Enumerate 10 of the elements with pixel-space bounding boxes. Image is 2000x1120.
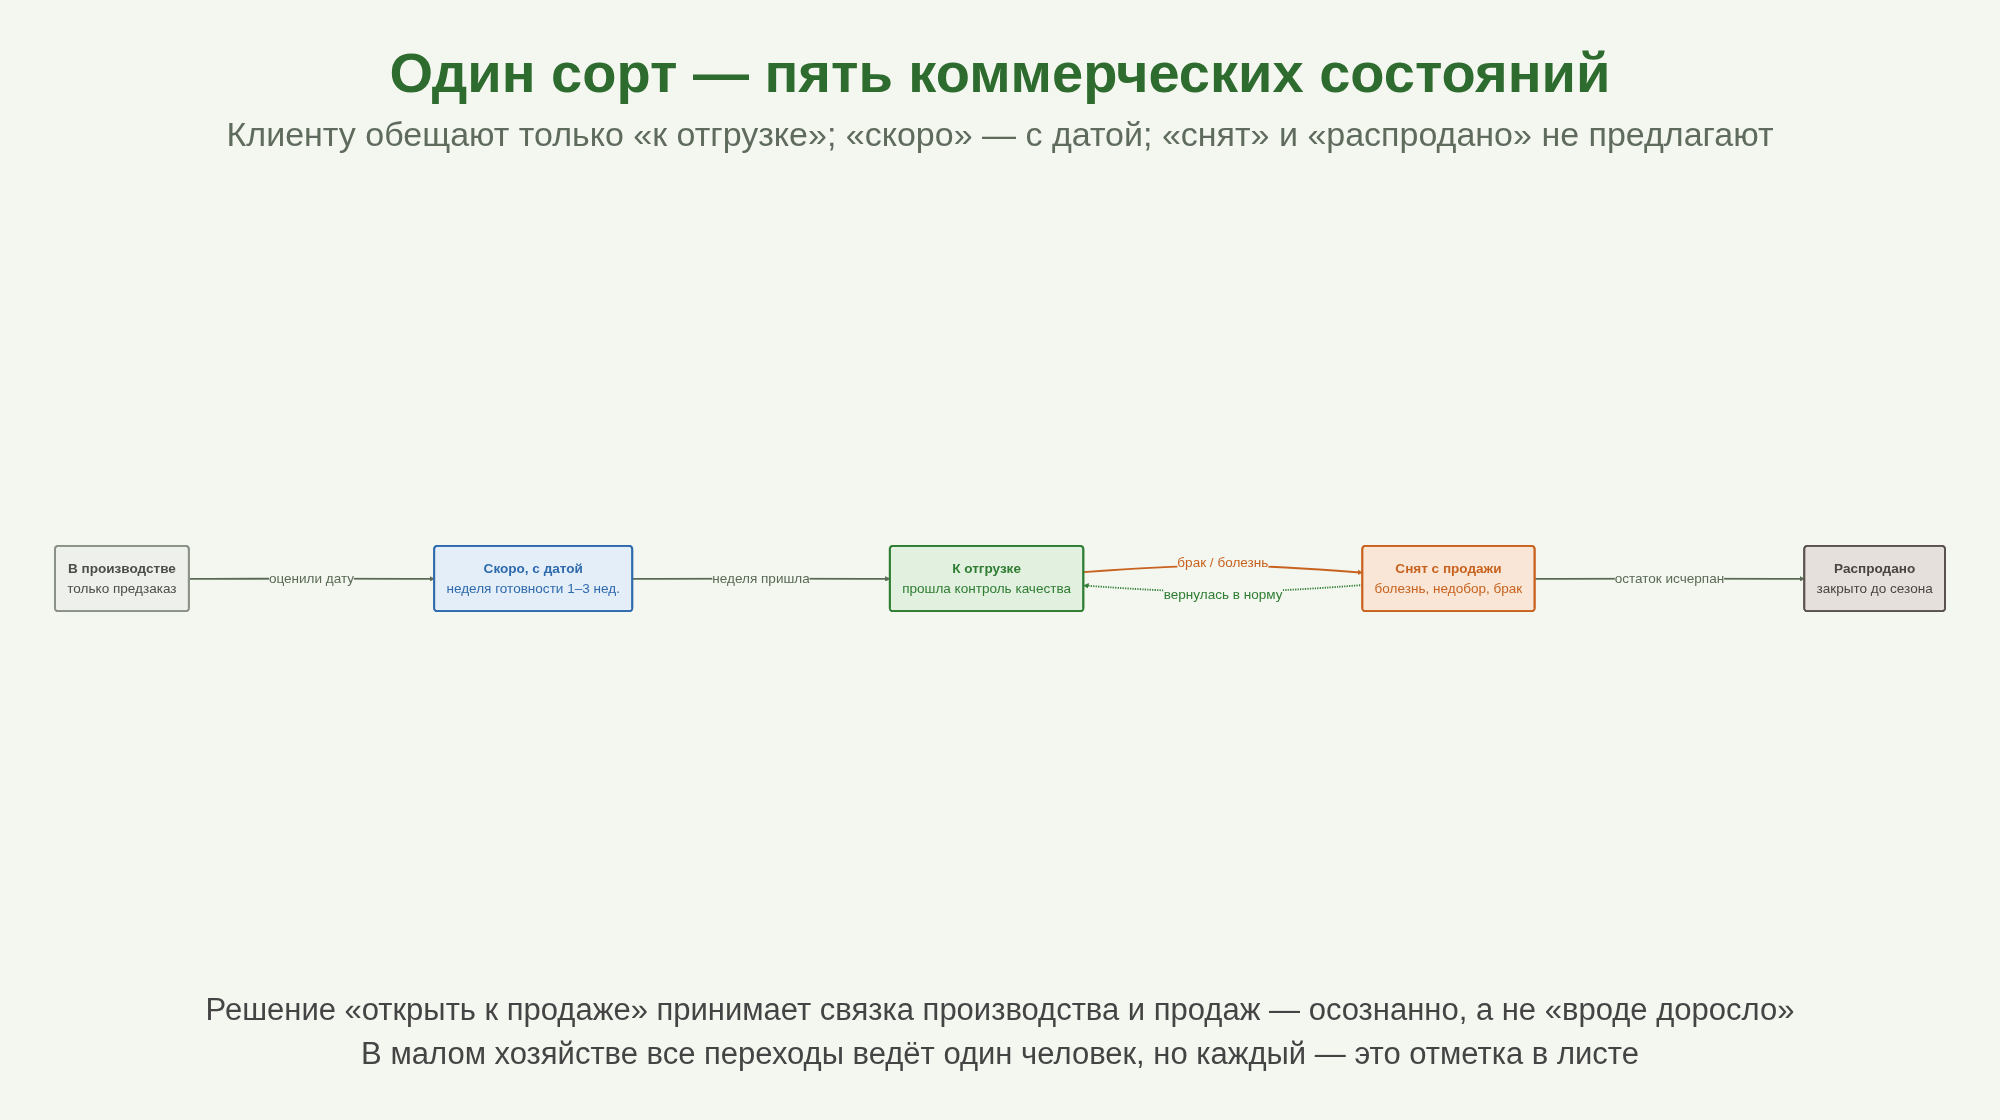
- subtitle: Клиенту обещают только «к отгрузке»; «скоро» — с датой; «снят» и «распродано» не предлагают: [226, 115, 1774, 154]
- state-diagram: оценили дату неделя пришла брак / болезнь вернулась в норму остаток исчерпан В производстве только предзаказ Скоро, с датой неделя готовности 1–3 нед. К отгрузке прошла контроль качества Распродано закрыто до сезона Снят с продажи болезнь, недобор, брак: [50, 541, 1950, 617]
- edge-label: вернулась в норму: [1163, 587, 1283, 603]
- edge-label: неделя пришла: [712, 571, 810, 587]
- note-text: Решение «открыть к продаже» принимает связка производства и продаж — осознанно, а не «вроде доросло»: [205, 992, 1795, 1028]
- edge-label: оценили дату: [268, 571, 355, 587]
- note-text: В малом хозяйстве все переходы ведёт один человек, но каждый — это отметка в листе: [360, 1036, 1640, 1072]
- edge-label: остаток исчерпан: [1614, 571, 1725, 587]
- title: Один сорт — пять коммерческих состояний: [389, 40, 1611, 105]
- edge-label: брак / болезнь: [1177, 554, 1269, 571]
